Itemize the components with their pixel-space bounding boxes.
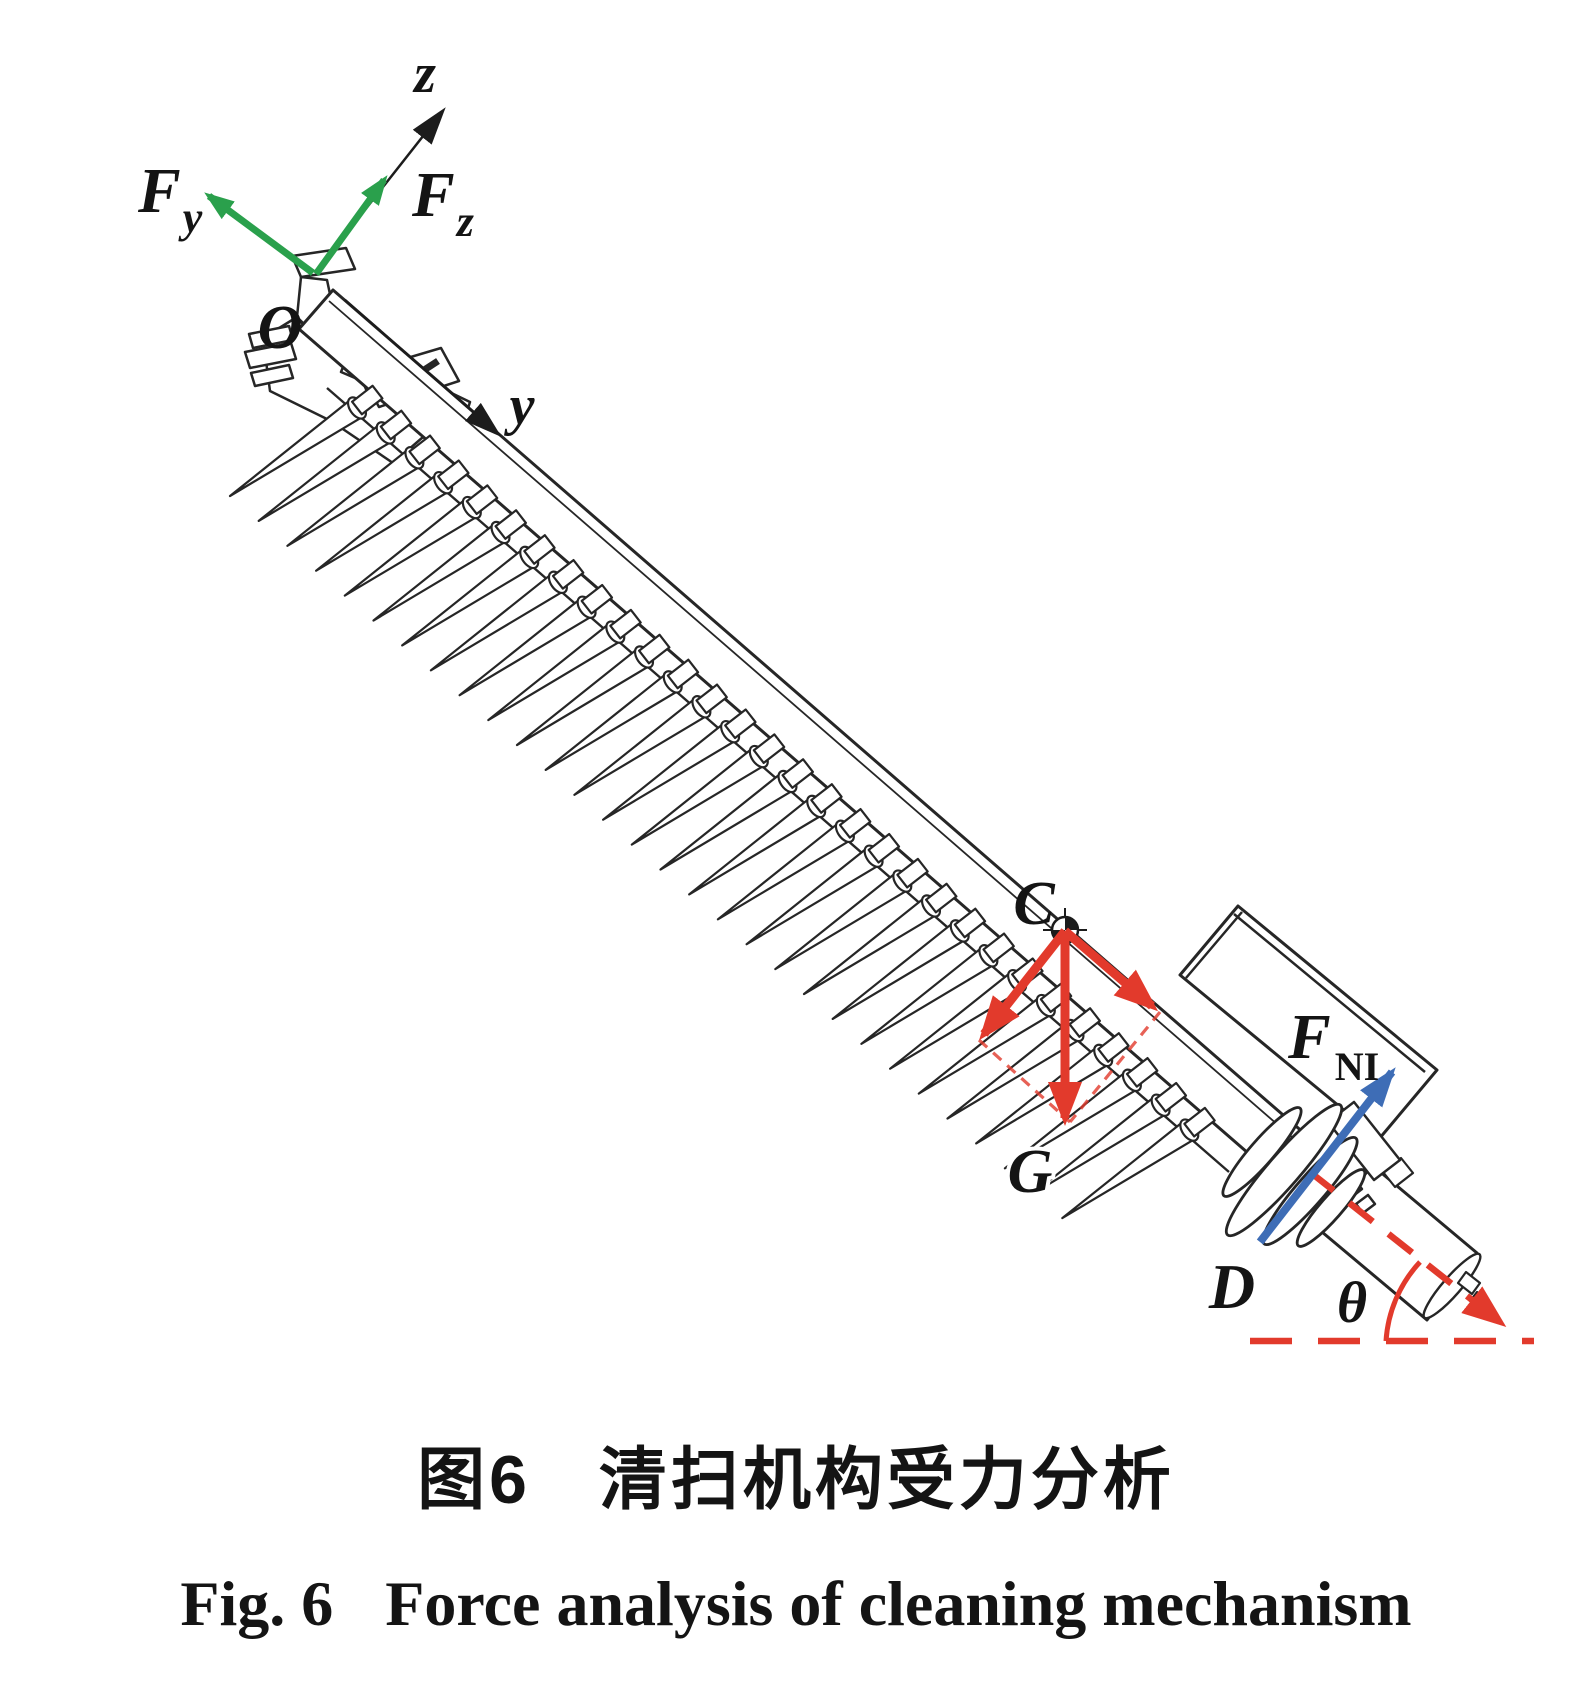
label-force-y-sub: y xyxy=(178,193,203,242)
label-centroid: C xyxy=(1013,870,1055,938)
theta-angle-arc xyxy=(1383,1260,1422,1342)
bolt-stack-1 xyxy=(247,324,295,350)
shaft-axis-dashed-line xyxy=(1307,1169,1507,1327)
gravity-decomposition xyxy=(977,927,1162,1126)
label-contact-point: D xyxy=(1208,1251,1255,1322)
motor-box-end-line xyxy=(1185,911,1243,979)
force-z-arrow xyxy=(313,175,388,277)
label-force-z: Fz xyxy=(411,159,474,246)
flange-disc-3 xyxy=(1261,1135,1359,1247)
motor-box-edge-line xyxy=(1233,913,1426,1073)
parallelogram-dash-right xyxy=(1068,1010,1162,1124)
caption-zh-title: 清扫机构受力分析 xyxy=(598,1442,1175,1518)
centroid-quadrant-ne xyxy=(1065,917,1078,930)
parallelogram-dash-left xyxy=(977,1038,1072,1124)
normal-force-arrow xyxy=(1256,1067,1396,1245)
clamp-plate xyxy=(1326,1100,1402,1182)
flange-disc-hub xyxy=(1295,1168,1367,1248)
label-origin: O xyxy=(258,294,303,362)
label-force-z-main: F xyxy=(411,159,455,230)
label-theta: θ xyxy=(1337,1270,1367,1335)
force-y-arrow xyxy=(204,192,316,276)
beam-top-inner-line xyxy=(328,300,1317,1159)
label-normal-force-main: F xyxy=(1287,1001,1331,1072)
beam-body xyxy=(297,288,1322,1188)
gravity-component-perpendicular-arrow xyxy=(979,928,1069,1041)
bolt-stack-3 xyxy=(249,363,295,388)
y-axis-line xyxy=(344,299,502,437)
caption-en-label: Fig. 6 xyxy=(180,1568,334,1639)
flange-coupling xyxy=(1221,1102,1367,1248)
gravity-component-axial-arrow xyxy=(1062,927,1159,1012)
label-force-y-main: F xyxy=(137,155,181,226)
label-force-z-sub: z xyxy=(455,197,474,246)
label-force-y: Fy xyxy=(137,155,203,242)
caption-zh-label: 图6 xyxy=(417,1442,531,1518)
label-gravity: G xyxy=(1008,1138,1053,1206)
label-normal-force-sub: NI xyxy=(1335,1044,1379,1089)
label-z-axis: z xyxy=(412,43,436,105)
caption-en-title: Force analysis of cleaning mechanism xyxy=(385,1568,1412,1639)
bolt-stack-2 xyxy=(243,341,298,370)
brush-beam xyxy=(297,288,1322,1188)
label-y-axis: y xyxy=(504,375,536,437)
flange-disc-cap xyxy=(1221,1106,1303,1198)
